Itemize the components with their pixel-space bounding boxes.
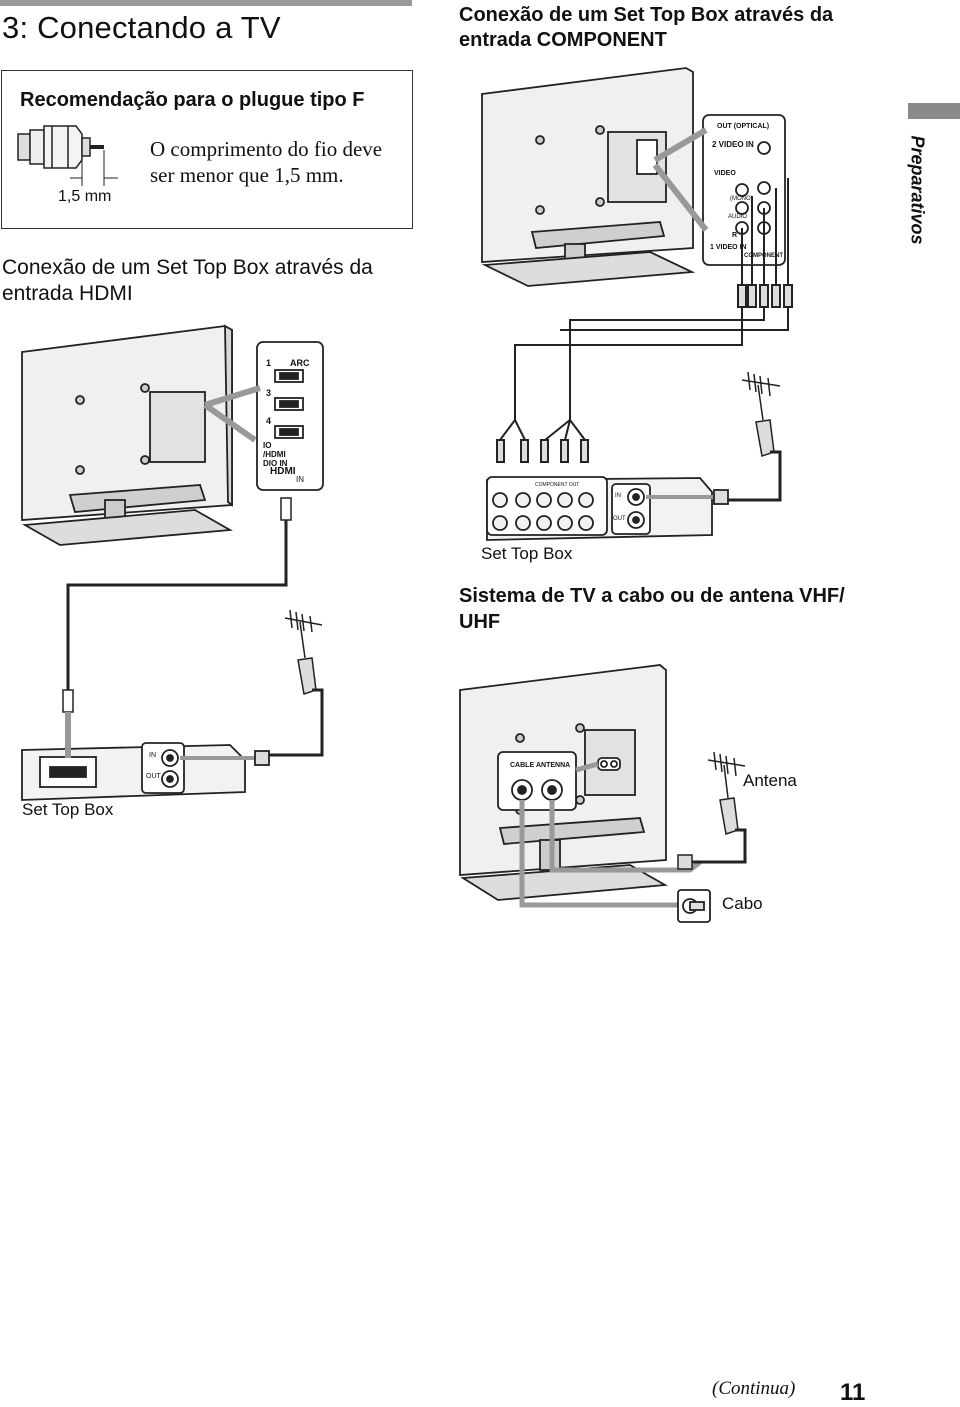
sidebar-tab-label: Preparativos	[907, 135, 928, 245]
hdmi-port3-label: 3	[266, 388, 272, 398]
antenna-icon-component	[728, 371, 782, 502]
antenna-section-title-line1: Sistema de TV a cabo ou de antena VHF/	[459, 585, 845, 607]
comp-r-label: R	[732, 232, 738, 239]
antenna-section-title-line2: UHF	[459, 611, 501, 633]
hdmi-in-label: IN	[296, 475, 304, 484]
set-top-box-hdmi	[21, 742, 270, 801]
recommendation-title: Recomendação para o plugue tipo F	[20, 89, 365, 111]
hdmi-section-title-line1: Conexão de um Set Top Box através da	[2, 256, 373, 279]
comp-audio-label: AUDIO	[728, 214, 748, 220]
recommendation-text-line1: O comprimento do fio deve	[150, 137, 383, 161]
cable-label: Cabo	[722, 894, 763, 913]
comp-stb-component-out-label: COMPONENT OUT	[535, 482, 580, 488]
set-top-box-component	[486, 476, 729, 541]
comp-video-in1-label: 1 VIDEO IN	[710, 244, 747, 251]
hdmi-arc-label: ARC	[290, 358, 310, 368]
panel-cable-label: CABLE	[510, 762, 535, 769]
stb-hdmi-in-label: IN	[149, 752, 156, 759]
hdmi-port4-label: 4	[266, 416, 272, 426]
continua-label: (Continua)	[712, 1378, 796, 1399]
callout-lines	[203, 385, 261, 443]
cable-wall-outlet	[677, 889, 711, 923]
stb-component-caption: Set Top Box	[481, 544, 573, 563]
component-section-title-line2: entrada COMPONENT	[459, 29, 667, 51]
comp-optical-label: OUT (OPTICAL)	[717, 123, 770, 130]
comp-component-label: COMPONENT	[744, 253, 783, 259]
page-number: 11	[840, 1379, 866, 1406]
tv-back-antenna	[459, 664, 668, 901]
stb-hdmi-out-label: OUT	[146, 773, 161, 780]
dimension-label: 1,5 mm	[58, 188, 112, 205]
stb-hdmi-caption: Set Top Box	[22, 800, 114, 819]
comp-stb-out-label: OUT	[613, 516, 626, 522]
hdmi-section-title-line2: entrada HDMI	[2, 282, 133, 305]
section-title-bar	[0, 0, 412, 6]
antenna-panel-callout	[497, 751, 621, 811]
sidebar-tab-marker	[908, 103, 960, 119]
recommendation-box	[1, 70, 413, 229]
panel-antenna-label: ANTENNA	[536, 762, 571, 769]
comp-stb-in-label: IN	[615, 493, 621, 499]
hdmi-text-a: IO	[263, 441, 272, 450]
component-section-title-line1: Conexão de um Set Top Box através da	[459, 4, 834, 26]
tv-back-hdmi	[21, 324, 233, 546]
hdmi-port1-label: 1	[266, 358, 272, 368]
comp-video-in2-label: 2 VIDEO IN	[712, 140, 754, 149]
recommendation-text-line2: ser menor que 1,5 mm.	[150, 163, 344, 187]
hdmi-text-b: /HDMI	[263, 450, 286, 459]
hdmi-logo: HDMI	[270, 466, 296, 477]
comp-mono-label: (MONO)	[730, 196, 753, 202]
section-title: 3: Conectando a TV	[2, 10, 281, 45]
antenna-cable-lines	[519, 761, 702, 908]
component-cables	[496, 178, 793, 463]
antenna-label: Antena	[743, 771, 797, 790]
antenna-icon-main	[677, 751, 747, 870]
antenna-icon-hdmi	[265, 609, 324, 757]
tv-back-component	[481, 67, 696, 287]
hdmi-cable	[62, 497, 292, 713]
hdmi-text-c: DIO IN	[263, 459, 288, 468]
comp-video-label: VIDEO	[714, 170, 736, 177]
component-panel-callout	[702, 114, 786, 266]
